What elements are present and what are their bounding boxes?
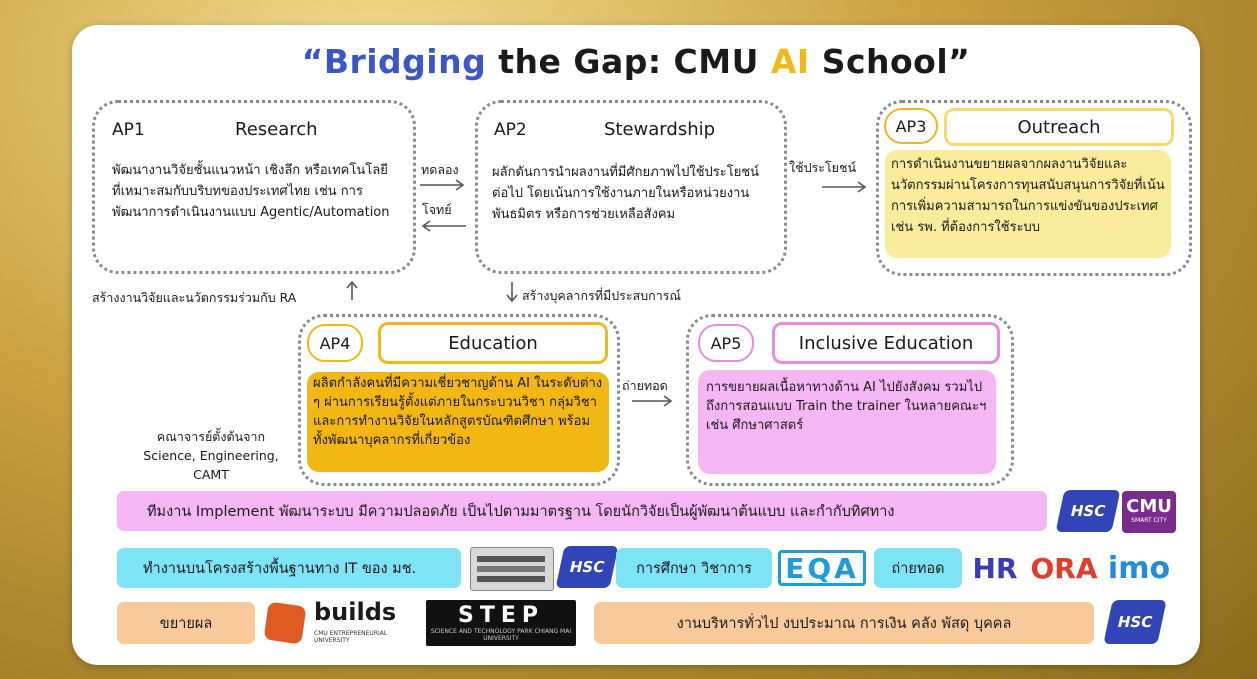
ap2-name: Stewardship: [604, 119, 716, 140]
builds-logo: builds CMU ENTREPRENEURIAL UNIVERSITY: [262, 598, 422, 648]
ap5-code: AP5: [698, 324, 754, 362]
page-title: “Bridging the Gap: CMU AI School”: [301, 42, 971, 81]
ap2-box: [475, 100, 787, 274]
server-icon: [470, 547, 554, 591]
ap2-code: AP2: [494, 120, 527, 140]
ap4-box: [298, 314, 620, 486]
ap1-code: AP1: [112, 120, 145, 140]
hsc-logo: HSC: [555, 546, 619, 588]
ora-logo: ORA: [1030, 551, 1098, 585]
ap5-name: Inclusive Education: [772, 322, 1000, 364]
ap5-desc: การขยายผลเนื้อหาทางด้าน AI ไปยังสังคม รว…: [698, 370, 996, 474]
left-arrow-icon: [421, 220, 466, 232]
implement-bar: ทีมงาน Implement พัฒนาระบบ มีความปลอดภัย…: [117, 491, 1047, 531]
it-infra-bar: ทำงานบนโครงสร้างพื้นฐานทาง IT ของ มช.: [117, 548, 461, 588]
right-arrow-icon: [632, 395, 673, 407]
hr-logo: HR: [972, 551, 1018, 585]
joint-label: โจทย์: [422, 202, 452, 217]
ap1-box: [92, 100, 416, 274]
down-arrow-icon: [506, 282, 518, 303]
cmu-smartcity-logo: CMU SMART CITY: [1122, 491, 1176, 533]
ap3-box: [876, 100, 1192, 276]
ap3-desc: การดำเนินงานขยายผลจากผลงานวิจัยและนวัตกร…: [885, 150, 1171, 258]
expand-bar: ขยายผล: [117, 602, 255, 644]
right-arrow-icon: [822, 181, 867, 193]
right-arrow-icon: [420, 179, 465, 191]
use-label: ใช้ประโยชน์: [789, 160, 857, 175]
hsc-logo: HSC: [1055, 490, 1121, 532]
ap5-box: [686, 314, 1014, 486]
hsc-logo: HSC: [1103, 600, 1167, 644]
up-arrow-icon: [346, 280, 358, 300]
build-exp-label: สร้างบุคลากรที่มีประสบการณ์: [522, 288, 682, 303]
academic-bar: การศึกษา วิชาการ: [616, 548, 772, 588]
admin-bar: งานบริหารทั่วไป งบประมาณ การเงิน คลัง พั…: [594, 602, 1094, 644]
ap2-desc: ผลักดันการนำผลงานที่มีศักยภาพไปใช้ประโยช…: [492, 165, 760, 222]
step-logo: STEP SCIENCE AND TECHNOLOGY PARK CHIANG …: [426, 600, 576, 646]
ap4-desc: ผลิตกำลังคนที่มีความเชี่ยวชาญด้าน AI ในร…: [307, 372, 609, 472]
ap4-code: AP4: [307, 324, 363, 362]
ap1-name: Research: [235, 119, 318, 140]
imo-logo: imo: [1107, 550, 1171, 586]
ap3-name: Outreach: [944, 108, 1174, 146]
trial-label: ทดลอง: [421, 162, 459, 177]
build-ra-label: สร้างงานวิจัยและนวัตกรรมร่วมกับ RA: [92, 290, 297, 305]
ap3-code: AP3: [884, 108, 938, 144]
ap1-desc: พัฒนางานวิจัยชั้นแนวหน้า เชิงลึก หรือเทค…: [112, 163, 390, 220]
transfer-arrow-label: ถ่ายทอด: [622, 378, 668, 393]
eqa-logo: EQA: [778, 550, 866, 586]
transfer-bar: ถ่ายทอด: [874, 548, 962, 588]
ap4-name: Education: [378, 322, 608, 364]
